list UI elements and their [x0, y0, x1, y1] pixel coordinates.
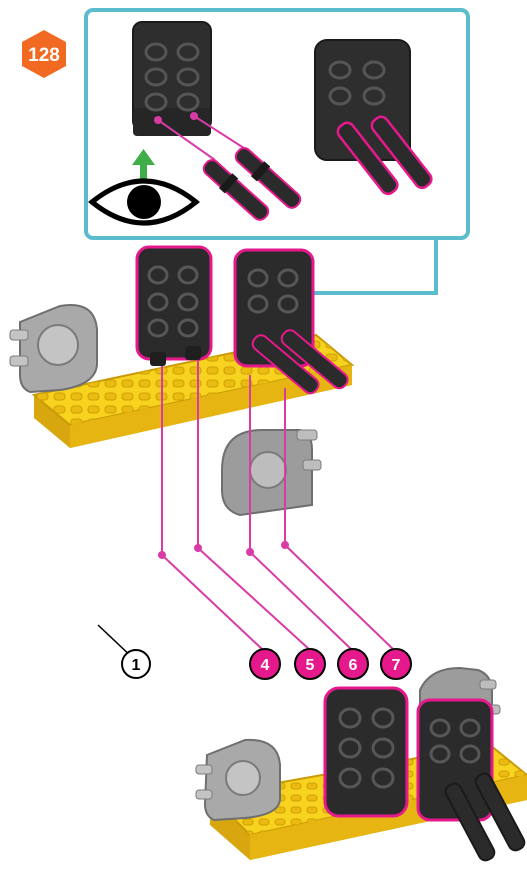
grey-bracket-left: [10, 305, 97, 392]
callout-part-4-label: 4: [261, 657, 270, 674]
callout-part-7-label: 7: [392, 657, 401, 674]
guide-dots: [158, 541, 289, 559]
step-number: 128: [28, 45, 60, 66]
callout-part-6-label: 6: [349, 657, 358, 674]
callout-part-5-label: 5: [306, 657, 315, 674]
callout-part-6: 6: [338, 649, 368, 679]
main-assembly: 1 4 5 6 7: [10, 247, 411, 679]
result-assembly: [196, 668, 527, 863]
grey-bracket-back: [222, 430, 321, 515]
callout-part-7: 7: [381, 649, 411, 679]
step-badge: 128: [22, 30, 66, 78]
callout-part-4: 4: [250, 649, 280, 679]
inset-connector: [312, 238, 436, 293]
dark-panel-left: [137, 247, 211, 366]
callout-part-5: 5: [295, 649, 325, 679]
callout-base-plate: 1: [98, 625, 150, 678]
result-grey-bracket-left: [196, 740, 280, 820]
callout-base-label: 1: [132, 657, 141, 674]
result-dark-panel-left: [325, 688, 407, 816]
